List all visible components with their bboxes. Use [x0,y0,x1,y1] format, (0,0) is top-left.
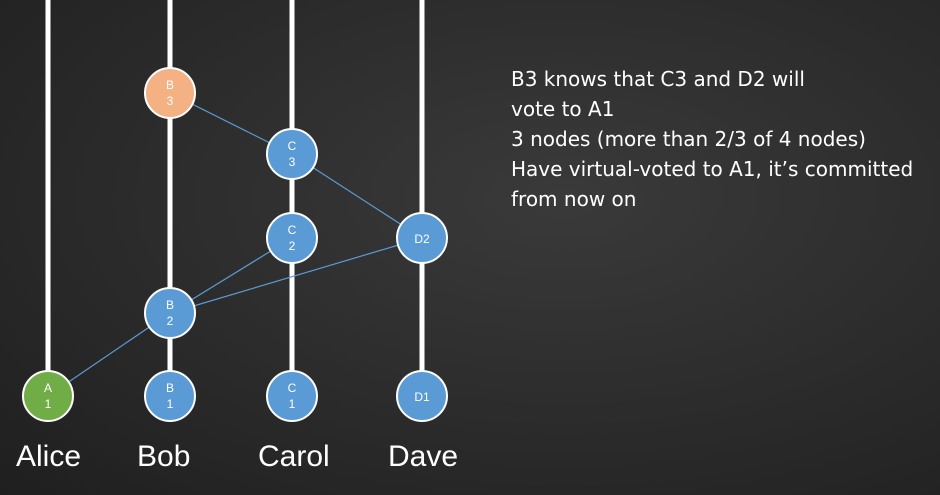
event-label: 3 [289,155,296,169]
event-node-c2: C2 [266,212,318,264]
event-node-d1: D1 [396,370,448,422]
explanation-text: B3 knows that C3 and D2 will vote to A1 … [511,64,936,214]
event-circle [144,370,196,422]
explanation-line: B3 knows that C3 and D2 will [511,67,805,91]
event-circle [266,128,318,180]
event-circle [396,212,448,264]
event-node-d2: D2 [396,212,448,264]
event-label: B [166,78,174,92]
edge-b2-d2 [169,237,423,314]
event-circle [266,212,318,264]
event-node-c3: C3 [266,128,318,180]
participant-label-dave: Dave [388,440,459,473]
event-node-b3: B3 [144,67,196,119]
explanation-line: Have virtual-voted to A1, it’s committed [511,157,914,181]
event-circle [144,287,196,339]
event-label: C [288,381,297,395]
event-node-b2: B2 [144,287,196,339]
participant-label-carol: Carol [258,440,330,473]
explanation-line: from now on [511,187,637,211]
event-label: 2 [167,314,174,328]
event-node-b1: B1 [144,370,196,422]
event-circle [266,370,318,422]
event-node-a1: A1 [22,370,74,422]
event-circle [22,370,74,422]
event-circle [144,67,196,119]
event-label: D1 [414,390,430,404]
event-label: 3 [167,94,174,108]
lane-lines [45,0,425,400]
participant-label-bob: Bob [137,440,191,473]
event-label: 1 [289,397,296,411]
event-label: 1 [45,397,52,411]
explanation-line: vote to A1 [511,97,615,121]
event-label: D2 [414,232,430,246]
edges [47,92,423,397]
event-label: 2 [289,239,296,253]
event-label: A [44,381,52,395]
event-label: B [166,381,174,395]
event-label: C [288,139,297,153]
explanation-line: 3 nodes (more than 2/3 of 4 nodes) [511,127,866,151]
event-circle [396,370,448,422]
event-label: 1 [167,397,174,411]
event-label: B [166,298,174,312]
participant-label-alice: Alice [16,440,82,473]
event-label: C [288,223,297,237]
event-node-c1: C1 [266,370,318,422]
